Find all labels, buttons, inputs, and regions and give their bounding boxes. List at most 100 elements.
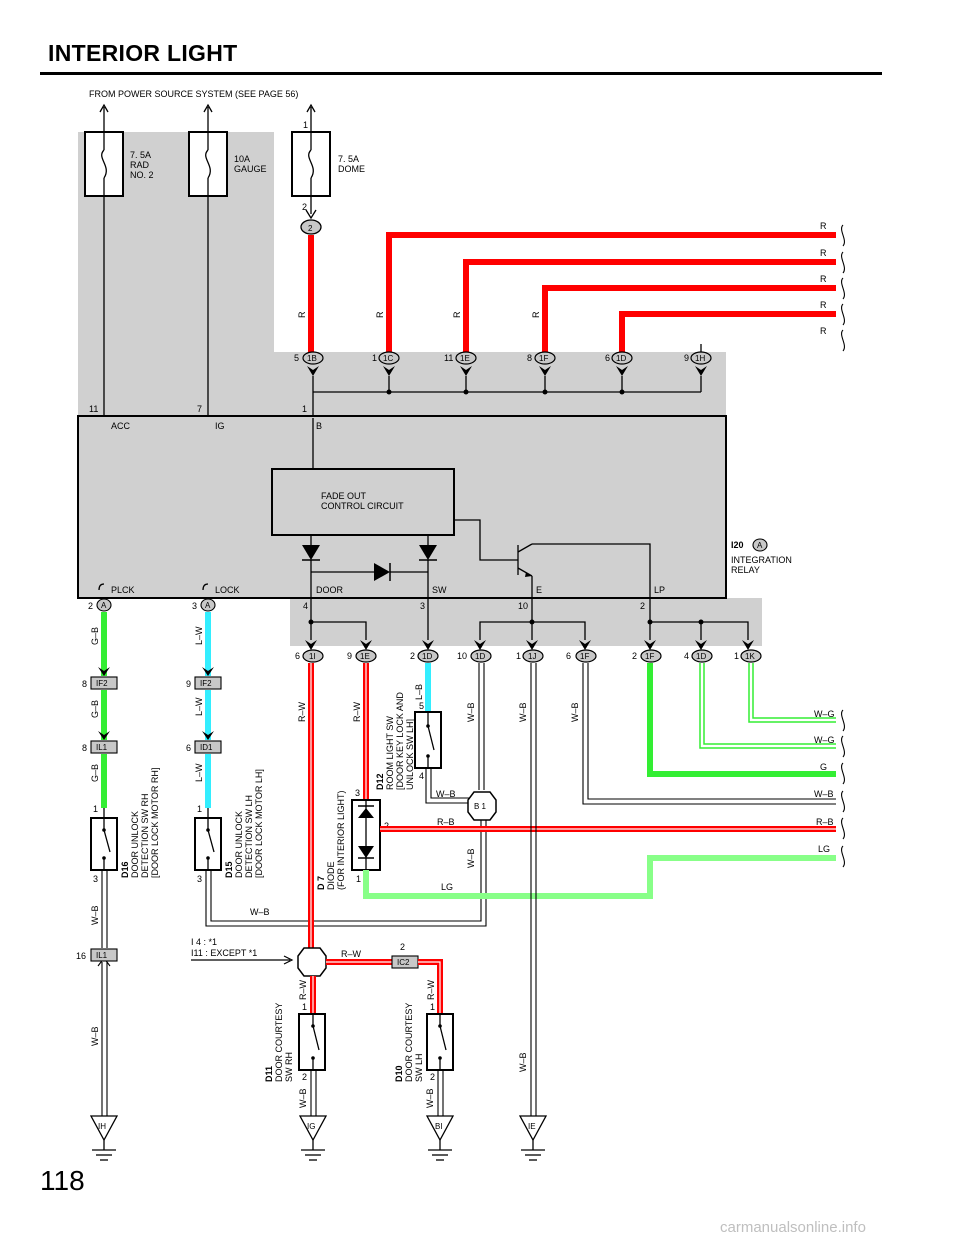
pin-label: 1 <box>356 874 361 884</box>
pin-label: 4 <box>684 651 689 661</box>
relay-name: RELAY <box>731 565 760 575</box>
component-label: UNLOCK SW LH] <box>405 719 415 790</box>
fuse-label: RAD <box>130 160 150 170</box>
wire-label-r: R <box>820 248 827 258</box>
connector-id: 1I <box>309 652 316 661</box>
component-label: [DOOR LOCK MOTOR LH] <box>254 769 264 878</box>
pin-label: 4 <box>419 771 424 781</box>
wire-label-w-b: W–B <box>466 848 476 868</box>
wire-label: W–G <box>814 709 835 719</box>
terminal-label: B <box>316 421 322 431</box>
r-w-wire-d11: R–W <box>298 976 316 1014</box>
pin-label: 3 <box>93 874 98 884</box>
courtesy-ground-wires <box>310 1070 444 1116</box>
g-wire <box>647 663 836 777</box>
wire-label-r-b: R–B <box>437 817 455 827</box>
connector-id: 1E <box>360 652 370 661</box>
splice-b1 <box>467 791 497 821</box>
w-b-wire-1j <box>530 663 537 1116</box>
wire-label-g-b: G–B <box>90 764 100 782</box>
terminal-label: LOCK <box>215 585 240 595</box>
r-b-wire: R–B <box>380 817 836 832</box>
top-connector-row: 1B 1C 1E 1F 1D 1H 5 1 11 8 6 9 <box>294 351 712 418</box>
wire-label-r-w: R–W <box>352 701 362 722</box>
pin-label: 6 <box>186 743 191 753</box>
ground-ie: IE <box>518 1115 548 1161</box>
pin-label: 8 <box>527 353 532 363</box>
splice-note: I 4 : *1 <box>191 937 217 947</box>
component-label: [DOOR KEY LOCK AND <box>395 692 405 790</box>
wire-label-r-w: R–W <box>426 979 436 1000</box>
pin-label: 5 <box>294 353 299 363</box>
d16-switch: 1 3 D16 DOOR UNLOCK DETECTION SW RH [DOO… <box>90 768 160 884</box>
connector-id: 1D <box>422 652 432 661</box>
pin-label: 1 <box>197 804 202 814</box>
wire-label-r: R <box>452 311 462 318</box>
wire-label: W–B <box>814 789 834 799</box>
pin-label: 3 <box>355 788 360 798</box>
d12-ground-wire <box>425 768 470 804</box>
d15-switch: 1 3 D15 DOOR UNLOCK DETECTION SW LH [DOO… <box>194 769 264 884</box>
pin-label: 3 <box>197 874 202 884</box>
connector-id: 1K <box>745 652 755 661</box>
fuse-label: GAUGE <box>234 164 267 174</box>
wire-label-w-b: W–B <box>570 702 580 722</box>
pin-label: 2 <box>302 1072 307 1082</box>
component-label: SW RH <box>284 1052 294 1082</box>
wire-label-l-b: L–B <box>414 684 424 700</box>
wire-label-l-w: L–W <box>194 697 204 716</box>
connector-id: 1D <box>616 354 626 363</box>
component-label: DOOR UNLOCK <box>234 811 244 878</box>
d15-ground-wire <box>205 818 487 927</box>
pin-label: 1 <box>372 353 377 363</box>
ground-label: BI <box>435 1122 443 1131</box>
wire-label-r: R <box>820 300 827 310</box>
fuse-gauge: 10A GAUGE <box>188 131 267 197</box>
component-label: SW LH <box>414 1053 424 1082</box>
wire-label: LG <box>818 844 830 854</box>
terminal-label: E <box>536 585 542 595</box>
component-code: D11 <box>264 1066 274 1082</box>
wire-label-r: R <box>820 274 827 284</box>
wire-label-r: R <box>375 311 385 318</box>
wire-label-w-b: W–B <box>250 907 270 917</box>
pin-label: 6 <box>566 651 571 661</box>
pin-label: 3 <box>420 601 425 611</box>
connector-il1-16 <box>90 948 118 962</box>
l-b-wire: L–B <box>414 663 431 712</box>
wire-label-w-b: W–B <box>518 1052 528 1072</box>
component-code: D15 <box>224 861 234 878</box>
wire-label-w-b: W–B <box>466 702 476 722</box>
wire-label-w-b: W–B <box>425 1088 435 1108</box>
relay-name: INTEGRATION <box>731 555 792 565</box>
fuse-rating: 7. 5A <box>130 150 151 160</box>
red-battery-wires <box>308 232 836 360</box>
w-b-wire-1f <box>582 663 836 805</box>
wire-label-w-b: W–B <box>298 1088 308 1108</box>
wire-label: W–G <box>814 735 835 745</box>
connector-id: 1F <box>539 354 548 363</box>
connector-id: 1J <box>528 652 536 661</box>
pin-badge: A <box>101 601 107 610</box>
pin-label: 1 <box>303 120 308 130</box>
relay-bottom-pins: A A 2 3 4 3 10 2 <box>88 598 645 612</box>
terminal-label: PLCK <box>111 585 135 595</box>
connector-id: 1D <box>475 652 485 661</box>
lg-wire: LG <box>363 855 836 899</box>
pin-label: 16 <box>76 951 86 961</box>
fade-out-label: FADE OUT <box>321 491 367 501</box>
wire-label-g-b: G–B <box>90 700 100 718</box>
pin-label: 11 <box>89 404 98 414</box>
pin-badge: A <box>205 601 211 610</box>
pin-label: 2 <box>88 601 93 611</box>
connector-id: IL1 <box>96 743 108 752</box>
wire-label-w-b: W–B <box>436 789 456 799</box>
pin-label: 7 <box>197 404 202 414</box>
wire-label-r: R <box>820 326 827 336</box>
component-label: (FOR INTERIOR LIGHT) <box>336 791 346 891</box>
connector-2 <box>300 219 322 235</box>
pin-label: 9 <box>684 353 689 363</box>
r-w-wire-d10: R–W <box>418 959 443 1014</box>
connector-id: 1E <box>460 354 470 363</box>
connector-id: IC2 <box>397 958 410 967</box>
